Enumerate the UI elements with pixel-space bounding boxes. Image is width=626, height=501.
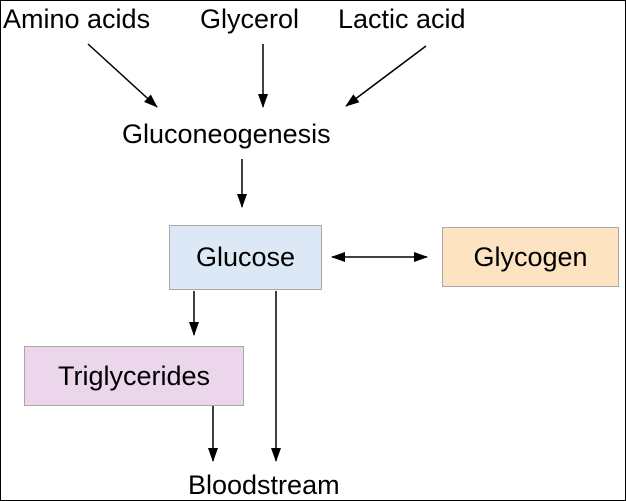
gluconeogenesis-label: Gluconeogenesis [122,119,331,149]
triglycerides-box: Triglycerides [24,346,244,406]
glucose-box: Glucose [169,225,322,290]
glycogen-box: Glycogen [442,227,619,287]
lactic-acid-label: Lactic acid [338,4,466,34]
bloodstream-label: Bloodstream [188,470,340,500]
arrow-amino-acids-to-gluconeogenesis [87,43,158,108]
amino-acids-label: Amino acids [3,4,151,34]
glycerol-label: Glycerol [200,4,300,34]
arrow-lactic-acid-to-gluconeogenesis [345,45,427,107]
